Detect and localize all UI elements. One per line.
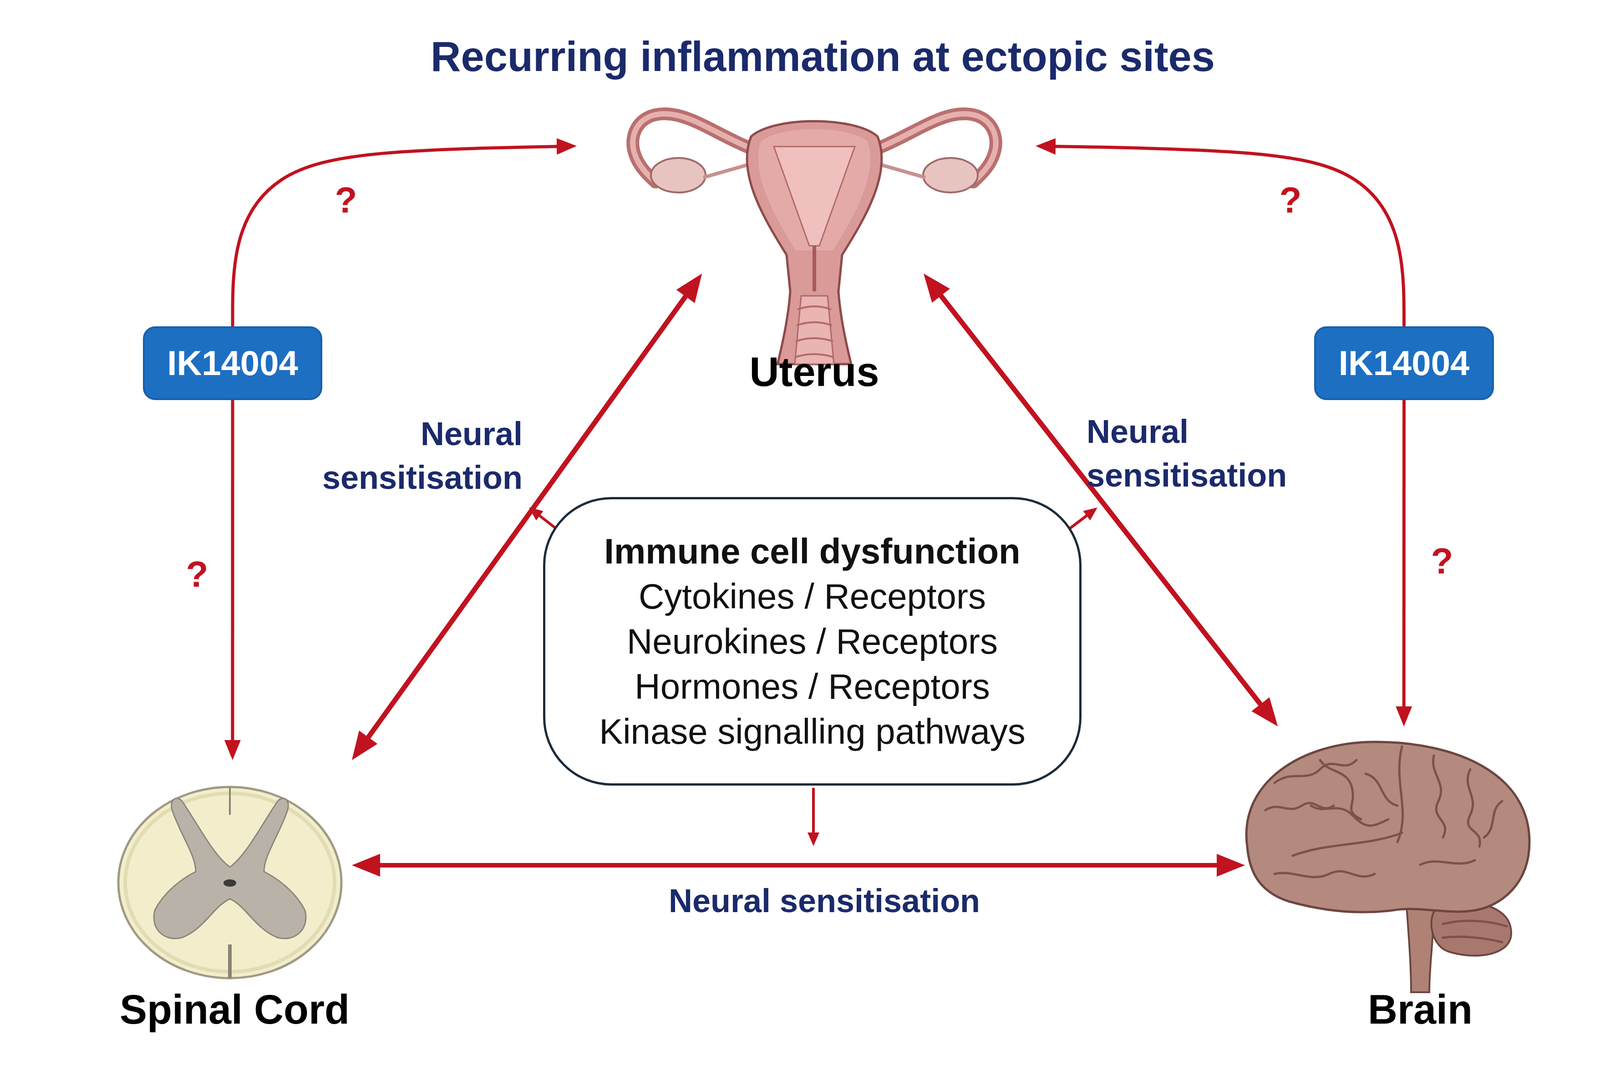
box-item: Cytokines / Receptors: [638, 573, 986, 620]
diagram-title: Recurring inflammation at ectopic sites: [22, 32, 1600, 82]
unknown-mark: ?: [169, 552, 225, 597]
organ-node: Uterus: [576, 96, 1036, 274]
drug-label: IK14004: [167, 344, 298, 383]
edge-label: Neural sensitisation: [1086, 409, 1324, 498]
unknown-mark: ?: [318, 178, 374, 223]
mechanism-box: Immune cell dysfunctionCytokines / Recep…: [543, 497, 1082, 786]
uterus-illustration: [632, 113, 996, 365]
edge-label: Neural sensitisation: [285, 411, 523, 500]
unknown-mark: ?: [1414, 539, 1470, 584]
organ-node: Brain: [1244, 726, 1531, 996]
arrow-connector: [1042, 146, 1405, 327]
arrow-connector: [230, 400, 234, 753]
unknown-mark: ?: [1263, 178, 1318, 223]
box-item: Neurokines / Receptors: [626, 619, 998, 665]
brain-illustration: [1246, 741, 1530, 993]
organ-label: Uterus: [584, 348, 1044, 397]
organ-node: Spinal Cord: [117, 760, 352, 980]
box-item: Hormones / Receptors: [634, 664, 990, 710]
edge-label: Neural sensitisation: [619, 878, 1030, 923]
arrow-connector: [232, 146, 570, 327]
spinal-cord-illustration: [118, 787, 342, 979]
drug-label: IK14004: [1338, 344, 1470, 383]
organ-label: Brain: [1277, 986, 1564, 1034]
drug-box: IK14004: [142, 326, 323, 401]
box-item: Kinase signalling pathways: [599, 709, 1026, 755]
box-heading: Immune cell dysfunction: [604, 528, 1021, 574]
double-arrow: [361, 863, 1235, 868]
arrow-connector: [1402, 400, 1406, 720]
drug-box: IK14004: [1314, 326, 1494, 401]
organ-label: Spinal Cord: [117, 986, 352, 1034]
